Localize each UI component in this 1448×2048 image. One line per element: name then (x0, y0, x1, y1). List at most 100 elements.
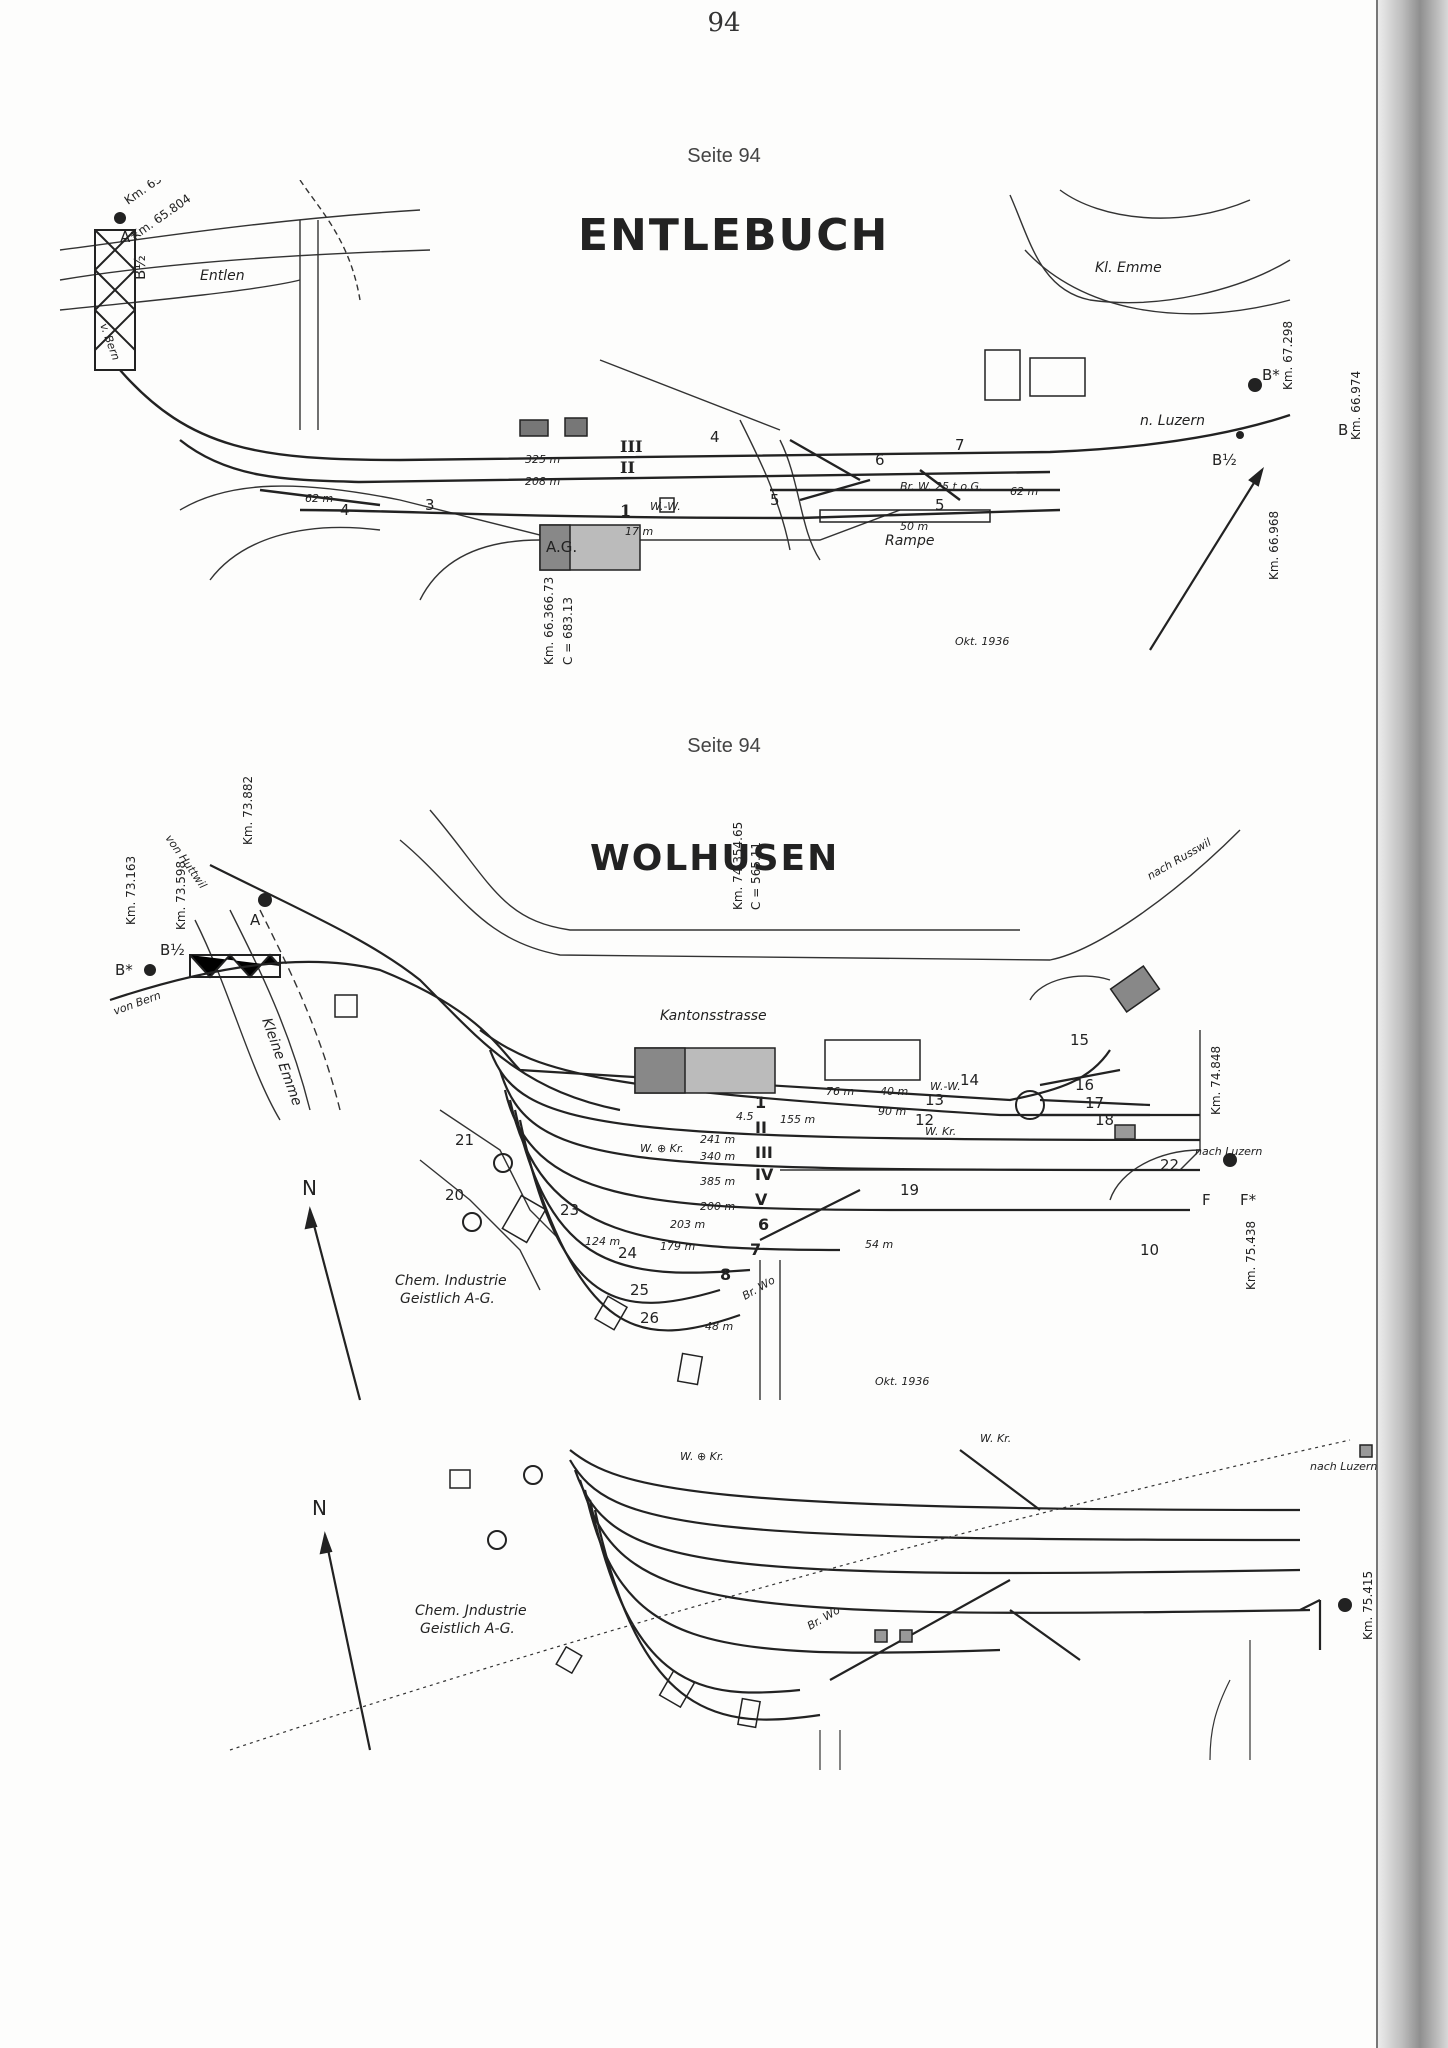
len-40-label: 40 m (880, 1085, 908, 1098)
signal-21-icon (523, 1465, 543, 1485)
signal-f2-label: F* (1240, 1191, 1257, 1209)
siding-16-label: 16 (1075, 1076, 1094, 1094)
rampe-label: Rampe (885, 533, 934, 549)
switch-5b-label: 5 (935, 496, 945, 514)
siding-21-label: 21 (455, 1131, 474, 1149)
caption-wolhusen: Seite 94 (687, 735, 761, 757)
wkr2-label: W. ⊕ Kr. (640, 1142, 684, 1155)
binding-edge (1376, 0, 1378, 2048)
wkr-label: W. Kr. (925, 1125, 956, 1138)
caption-entlebuch: Seite 94 (687, 145, 761, 167)
len-62b-label: 62 m (1010, 485, 1038, 498)
len-385-label: 385 m (700, 1175, 735, 1188)
len-325-label: 325 m (525, 453, 560, 466)
km-station-label: Km. 66.366.73 (542, 577, 556, 665)
track-ii-label: II (755, 1118, 767, 1137)
km-b2-label: Km. 73.598 (174, 861, 188, 930)
len-48-label: 48 m (705, 1320, 733, 1333)
nach-russwil-label: nach Russwil (1145, 836, 1213, 883)
siding-22-label: 22 (1160, 1156, 1179, 1174)
track-7-label: 7 (750, 1240, 761, 1259)
c-station-label: C = 565.11 (749, 842, 763, 910)
ag-label: A.G. (546, 538, 577, 556)
km-e-label: Km. 74.848 (1209, 1046, 1223, 1115)
len-90-label: 90 m (878, 1105, 906, 1118)
signal-b-label: B* (1262, 366, 1280, 384)
ww-label: W.-W. (930, 1080, 961, 1093)
map-wolhusen: WOLHUSEN von Huttwil von Bern nach Russw… (109, 776, 1262, 1401)
siding-23-label: 23 (560, 1201, 579, 1219)
len-179-label: 179 m (660, 1240, 695, 1253)
ww-label: W.-W. (650, 500, 681, 513)
nach-luzern-label: nach Luzern (1310, 1460, 1377, 1473)
len-200-label: 200 m (700, 1200, 735, 1213)
switch-6-label: 6 (875, 451, 885, 469)
wkr-label: W. Kr. (980, 1432, 1011, 1445)
margin-b-label: B (1338, 421, 1348, 439)
title-wolhusen: WOLHUSEN (590, 838, 839, 879)
bridge-scale-label: Br. W. 25 t o.G. (900, 480, 983, 493)
km-b-label: Km. 73.163 (124, 856, 138, 925)
len-76-label: 76 m (826, 1085, 854, 1098)
kleine-emme-label: Kleine Emme (258, 1016, 305, 1108)
len-155-label: 155 m (780, 1113, 815, 1126)
len-54-label: 54 m (865, 1238, 893, 1251)
north-label: N (312, 1496, 327, 1520)
date-entlebuch: Okt. 1936 (955, 635, 1009, 648)
track-iii-label: III (755, 1143, 773, 1162)
turntable-icon (1015, 1090, 1045, 1120)
von-bern-label: von Bern (112, 989, 163, 1018)
km-b-label: Km. 67.298 (1281, 321, 1295, 390)
track-6-label: 6 (758, 1215, 769, 1234)
track-iv-label: IV (755, 1165, 774, 1184)
siding-19-label: 19 (900, 1181, 919, 1199)
signal-a-label: A (250, 911, 261, 929)
track-iii-label: III (620, 437, 642, 456)
track-8-label: 8 (720, 1265, 731, 1284)
signal-a-label: A* (120, 228, 138, 246)
len-62a-label: 62 m (305, 492, 333, 505)
brwo-label: Br. Wo (740, 1273, 778, 1302)
track-v-label: V (755, 1190, 768, 1209)
signal-21-icon (493, 1153, 513, 1173)
km-c-label: Km. 66.968 (1267, 511, 1281, 580)
siding-25-label: 25 (630, 1281, 649, 1299)
switch-5-label: 5 (770, 491, 780, 509)
km-f-label: Km. 75.438 (1244, 1221, 1258, 1290)
len-340-label: 340 m (700, 1150, 735, 1163)
nach-luzern-label: nach Luzern (1195, 1145, 1262, 1158)
siding-14-label: 14 (960, 1071, 979, 1089)
len-208-label: 208 m (525, 475, 560, 488)
km-station-label: Km. 74.354.65 (731, 822, 745, 910)
river-entlen-label: Entlen (200, 268, 245, 284)
km-a-label: Km. 73.882 (241, 776, 255, 845)
signal-b12b-label: B½ (131, 255, 149, 280)
signal-b12-label: B½ (160, 941, 185, 959)
siding-17-label: 17 (1085, 1094, 1104, 1112)
len-124-label: 124 m (585, 1235, 620, 1248)
book-binding-shadow (1378, 0, 1448, 2048)
siding-18-label: 18 (1095, 1111, 1114, 1129)
signal-b-icon (144, 964, 156, 976)
page-number: 94 (707, 8, 741, 38)
signal-a-icon (114, 212, 126, 224)
c-station-label: C = 683.13 (561, 597, 575, 665)
dist-45-label: 4.5 (736, 1110, 754, 1123)
chem-label: Chem. Industrie (395, 1273, 507, 1289)
switch-4-label: 4 (340, 501, 350, 519)
siding-15-label: 15 (1070, 1031, 1089, 1049)
len-17-label: 17 m (625, 525, 653, 538)
wkr2-label: W. ⊕ Kr. (680, 1450, 724, 1463)
map-entlebuch: ENTLEBUCH Entlen Kl. Emme n. Luzern v. B… (59, 180, 1295, 665)
switch-3-label: 3 (425, 496, 435, 514)
len-203-label: 203 m (670, 1218, 705, 1231)
siding-10-label: 10 (1140, 1241, 1159, 1259)
signal-f-icon (1223, 1153, 1237, 1167)
river-emme-label: Kl. Emme (1095, 260, 1162, 276)
geistlich-label: Geistlich A-G. (400, 1291, 495, 1307)
signal-f-icon (1338, 1598, 1352, 1612)
margin-fragment: Km. 66.974 B (1338, 371, 1363, 440)
kantonsstrasse-label: Kantonsstrasse (660, 1008, 767, 1024)
geistlich-label: Geistlich A-G. (420, 1621, 515, 1637)
